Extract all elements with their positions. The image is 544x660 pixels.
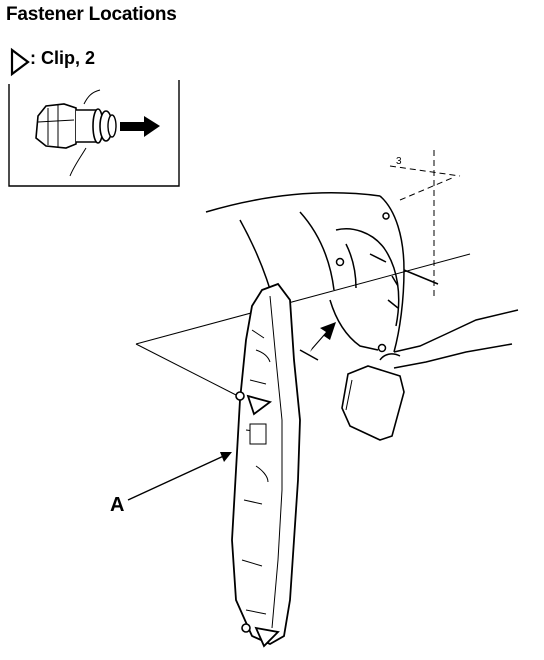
clip-marker-upper-icon bbox=[235, 391, 273, 416]
splash-guard-part-a bbox=[231, 282, 301, 646]
clip-legend-triangle-icon bbox=[10, 47, 30, 77]
pull-direction-arrow-icon bbox=[120, 116, 160, 137]
reference-dashed-lines bbox=[389, 150, 461, 300]
clip-legend-label: : Clip, 2 bbox=[30, 48, 96, 68]
leader-lines bbox=[135, 253, 471, 397]
clip-detail-inset bbox=[8, 80, 180, 187]
callout-label-a: A bbox=[110, 494, 125, 516]
callout-arrow-a bbox=[127, 452, 232, 501]
page-title: Fastener Locations bbox=[6, 4, 177, 25]
splash-flap bbox=[341, 365, 405, 441]
fender-body bbox=[205, 192, 519, 369]
clip-marker-lower-icon bbox=[241, 623, 280, 648]
install-direction-arrow-icon bbox=[310, 322, 336, 352]
reference-mark: 3 bbox=[396, 156, 402, 167]
